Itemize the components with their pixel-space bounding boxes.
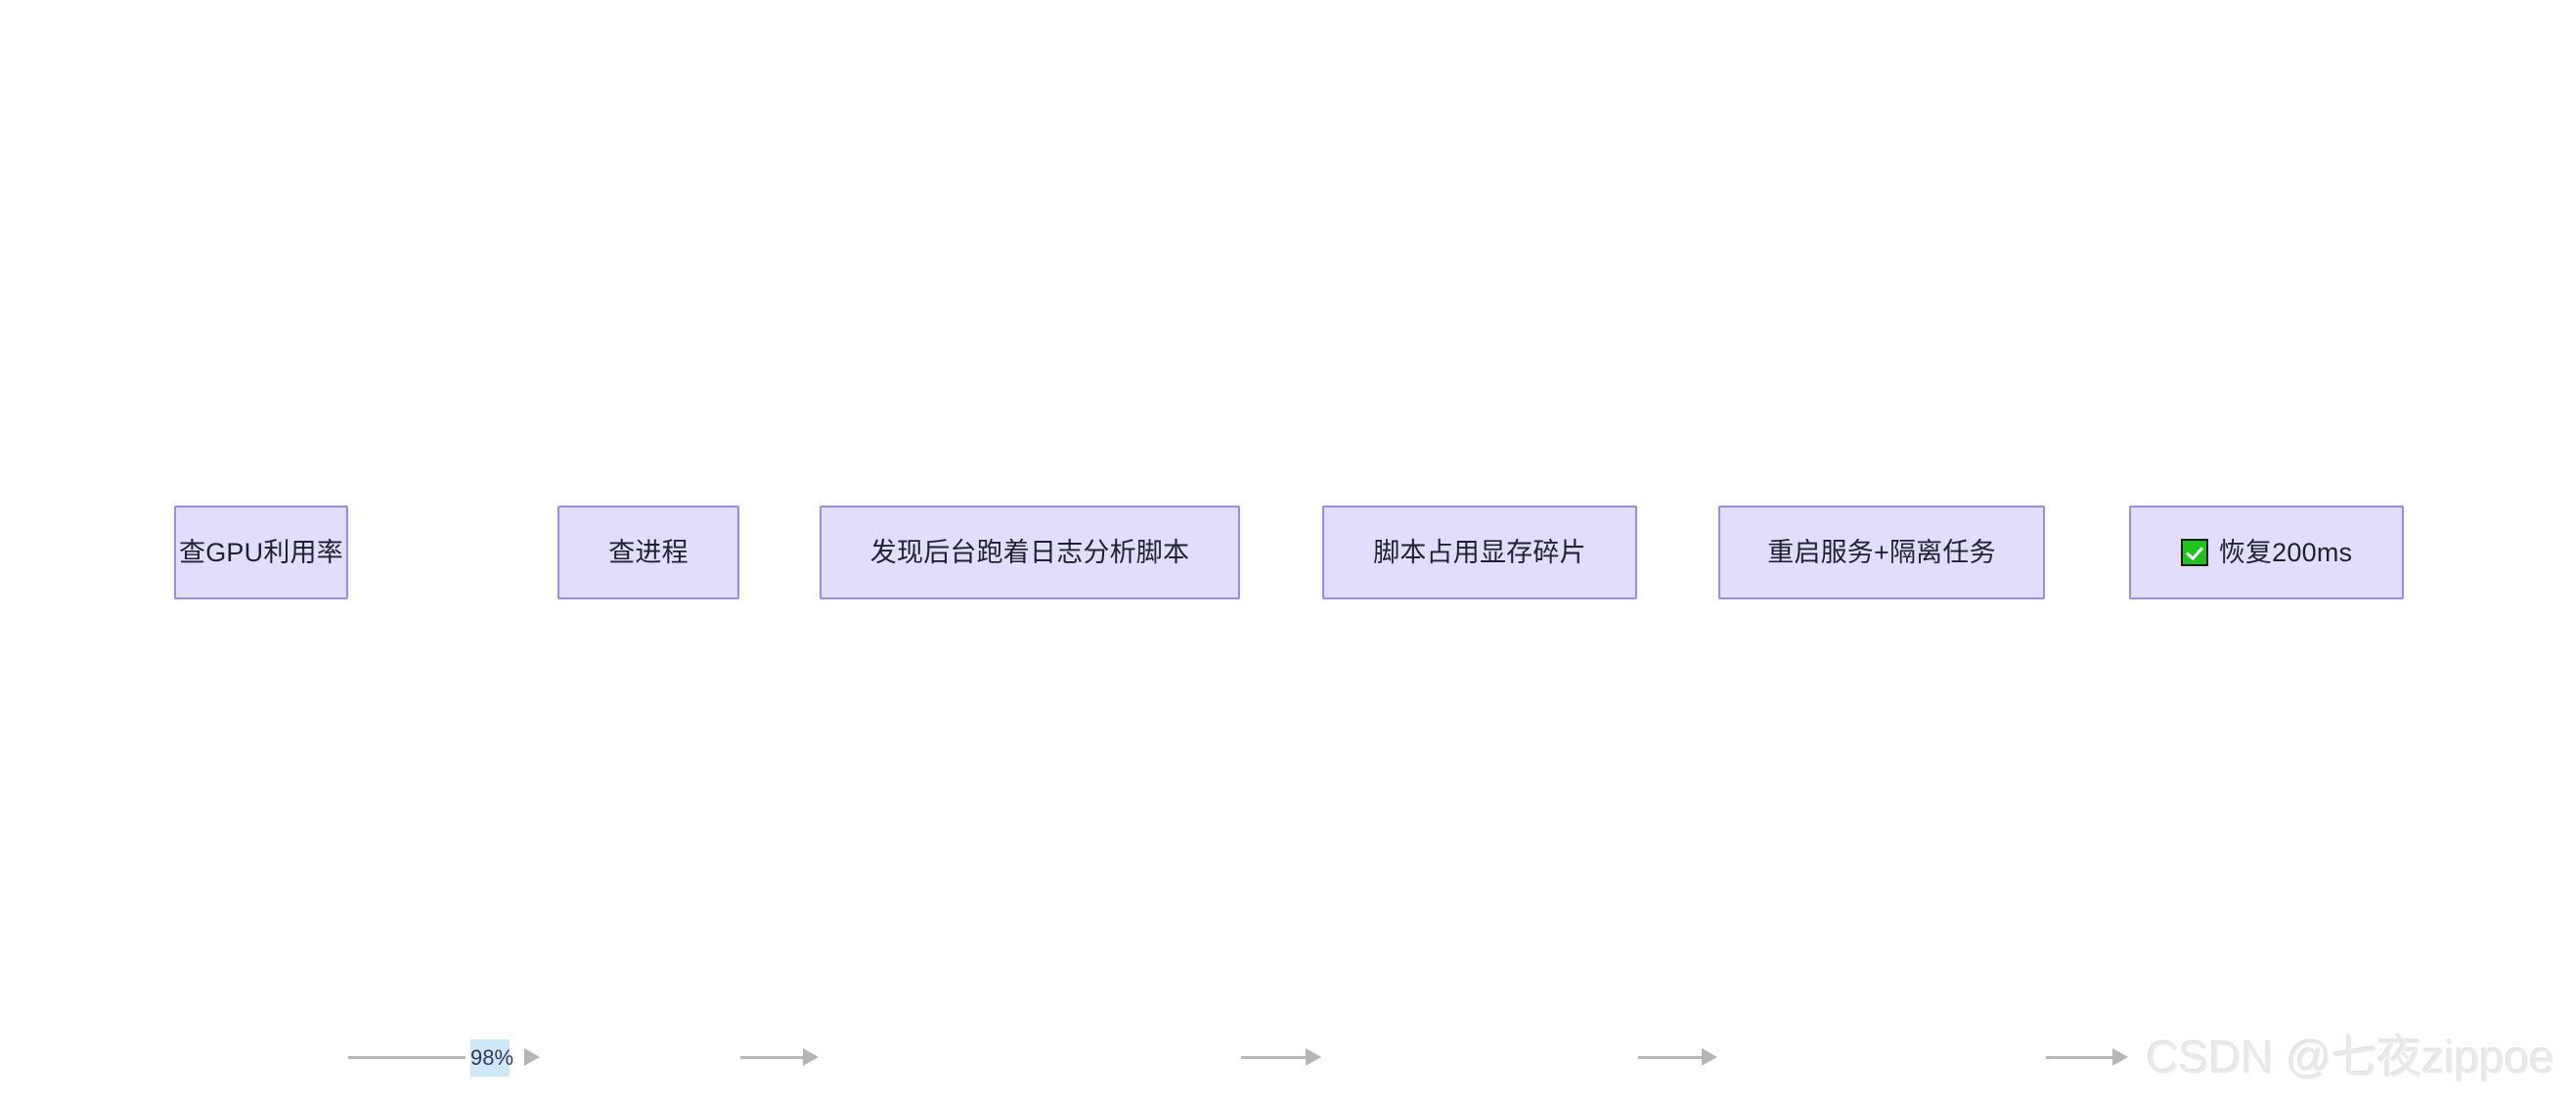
edge-n3-n4-arrowhead (1306, 1048, 1321, 1066)
flow-node-label: 恢复200ms (2218, 537, 2353, 567)
edge-n5-n6-arrowhead (2112, 1048, 2128, 1066)
flowchart: 98% 查GPU利用率 查进程 发现后台跑着日志分析脚本 脚本占用显存碎片 重启… (0, 506, 2576, 1077)
flow-node-label: 发现后台跑着日志分析脚本 (869, 537, 1190, 567)
green-check-icon (2180, 539, 2208, 566)
flow-node-label: 查GPU利用率 (179, 537, 343, 567)
edge-label-98-percent: 98% (470, 1039, 513, 1077)
flow-node-restart-service-isolate-task[interactable]: 重启服务+隔离任务 (1718, 506, 2045, 599)
edge-n4-n5-line (1638, 1056, 1703, 1059)
flow-node-label: 查进程 (608, 537, 688, 567)
flow-node-label: 重启服务+隔离任务 (1767, 537, 1996, 567)
flow-node-script-occupies-vram-fragments[interactable]: 脚本占用显存碎片 (1322, 506, 1637, 599)
flow-node-check-gpu-utilization[interactable]: 查GPU利用率 (174, 506, 348, 599)
edge-n2-n3-arrowhead (803, 1048, 819, 1066)
flow-node-check-process[interactable]: 查进程 (557, 506, 739, 599)
flow-node-label-wrapper: 恢复200ms (2180, 537, 2353, 567)
csdn-watermark: CSDN @七夜zippoe (2146, 1032, 2554, 1082)
edge-n2-n3-line (740, 1056, 805, 1059)
edge-n5-n6-line (2046, 1056, 2112, 1059)
flow-node-found-log-analysis-script[interactable]: 发现后台跑着日志分析脚本 (820, 506, 1240, 599)
edge-n3-n4-line (1241, 1056, 1306, 1059)
flow-node-recovered-200ms[interactable]: 恢复200ms (2129, 506, 2404, 599)
flow-node-label: 脚本占用显存碎片 (1373, 537, 1586, 567)
edge-n1-n2-arrowhead (524, 1048, 540, 1066)
edge-n1-n2-line (348, 1056, 466, 1059)
edge-n4-n5-arrowhead (1702, 1048, 1717, 1066)
